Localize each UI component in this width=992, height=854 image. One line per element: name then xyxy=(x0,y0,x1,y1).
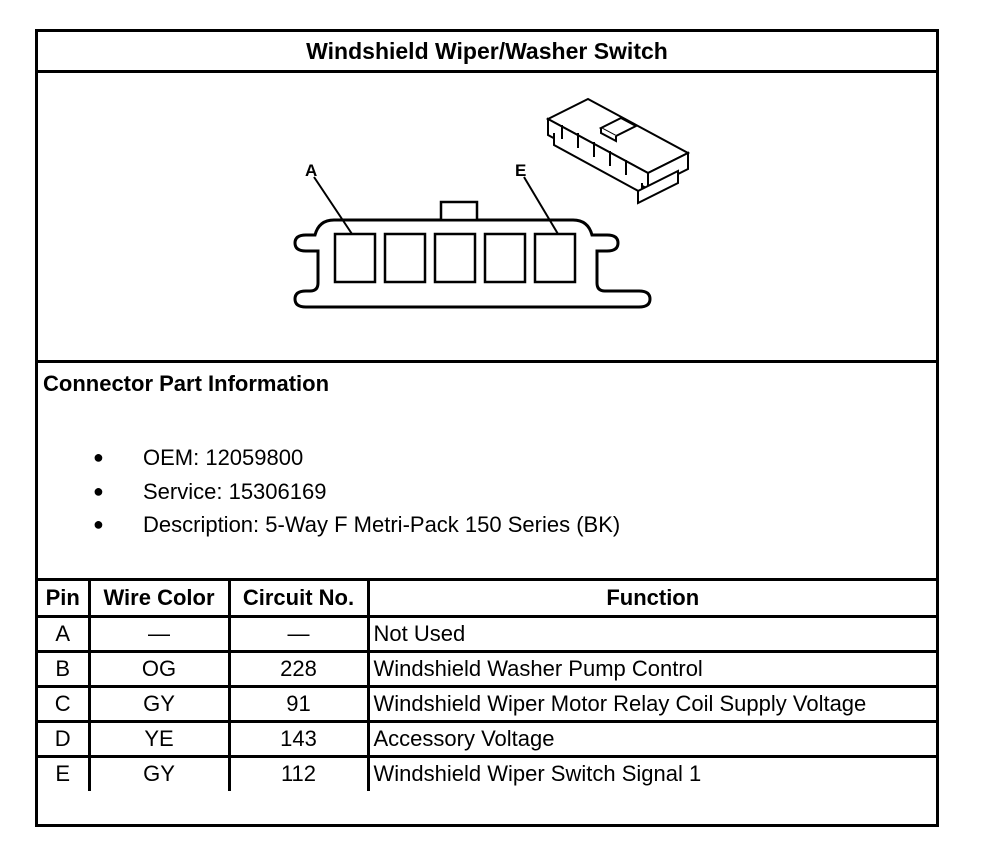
connector-info-heading: Connector Part Information xyxy=(43,371,330,396)
connector-drawing: A E xyxy=(38,73,936,363)
service-part-number: Service: 15306169 xyxy=(143,478,327,504)
cavity-b xyxy=(383,232,427,284)
cavity-a xyxy=(333,232,377,284)
cavity-e xyxy=(533,232,577,284)
bullet-icon: ● xyxy=(93,447,104,467)
header-circuit-no: Circuit No. xyxy=(227,581,370,618)
cell-circuit-no: 112 xyxy=(227,754,370,791)
cell-pin: C xyxy=(38,684,91,723)
cell-circuit-no: — xyxy=(227,614,370,653)
cell-circuit-no: 228 xyxy=(227,649,370,688)
header-wire-color: Wire Color xyxy=(87,581,231,618)
cell-function: Not Used xyxy=(366,614,936,653)
list-item: ● OEM: 12059800 xyxy=(38,441,620,475)
connector-key-tab xyxy=(439,200,479,222)
cell-pin: E xyxy=(38,754,91,791)
cell-wire-color: GY xyxy=(87,754,231,791)
table-row: C GY 91 Windshield Wiper Motor Relay Coi… xyxy=(38,684,936,723)
pin-label-e: E xyxy=(515,161,526,180)
connector-isometric-icon xyxy=(545,97,691,205)
cell-wire-color: GY xyxy=(87,684,231,723)
connector-part-information: Connector Part Information ● OEM: 1205980… xyxy=(38,363,936,581)
table-row: E GY 112 Windshield Wiper Switch Signal … xyxy=(38,754,936,791)
table-header-row: Pin Wire Color Circuit No. Function xyxy=(38,581,936,618)
cavity-c xyxy=(433,232,477,284)
bullet-icon: ● xyxy=(93,514,104,534)
cell-function: Windshield Wiper Motor Relay Coil Supply… xyxy=(366,684,936,723)
cell-pin: B xyxy=(38,649,91,688)
table-row: B OG 228 Windshield Washer Pump Control xyxy=(38,649,936,688)
cell-wire-color: OG xyxy=(87,649,231,688)
connector-title: Windshield Wiper/Washer Switch xyxy=(38,32,936,73)
connector-face-diagram: A E xyxy=(293,97,691,309)
connector-body-outline xyxy=(293,218,652,309)
cell-pin: D xyxy=(38,719,91,758)
cell-circuit-no: 91 xyxy=(227,684,370,723)
cavity-d xyxy=(483,232,527,284)
cell-wire-color: — xyxy=(87,614,231,653)
cell-wire-color: YE xyxy=(87,719,231,758)
list-item: ● Service: 15306169 xyxy=(38,475,620,509)
cell-function: Windshield Washer Pump Control xyxy=(366,649,936,688)
list-item: ● Description: 5-Way F Metri-Pack 150 Ser… xyxy=(38,508,620,542)
table-row: D YE 143 Accessory Voltage xyxy=(38,719,936,758)
cell-pin: A xyxy=(38,614,91,653)
header-function: Function xyxy=(366,581,936,618)
cell-function: Accessory Voltage xyxy=(366,719,936,758)
header-pin: Pin xyxy=(38,581,91,618)
connector-info-list: ● OEM: 12059800 ● Service: 15306169 ● Descr… xyxy=(38,441,620,542)
connector-description: Description: 5-Way F Metri-Pack 150 Seri… xyxy=(143,512,621,537)
cell-circuit-no: 143 xyxy=(227,719,370,758)
table-row: A — — Not Used xyxy=(38,614,936,653)
cell-function: Windshield Wiper Switch Signal 1 xyxy=(366,754,936,791)
pin-table: Pin Wire Color Circuit No. Function A — … xyxy=(38,581,936,791)
leader-line-e xyxy=(523,176,559,235)
connector-frame: Windshield Wiper/Washer Switch A E xyxy=(35,29,939,827)
oem-part-number: OEM: 12059800 xyxy=(143,445,304,470)
leader-line-a xyxy=(313,176,353,235)
bullet-icon: ● xyxy=(93,480,104,501)
pin-label-a: A xyxy=(305,161,317,180)
